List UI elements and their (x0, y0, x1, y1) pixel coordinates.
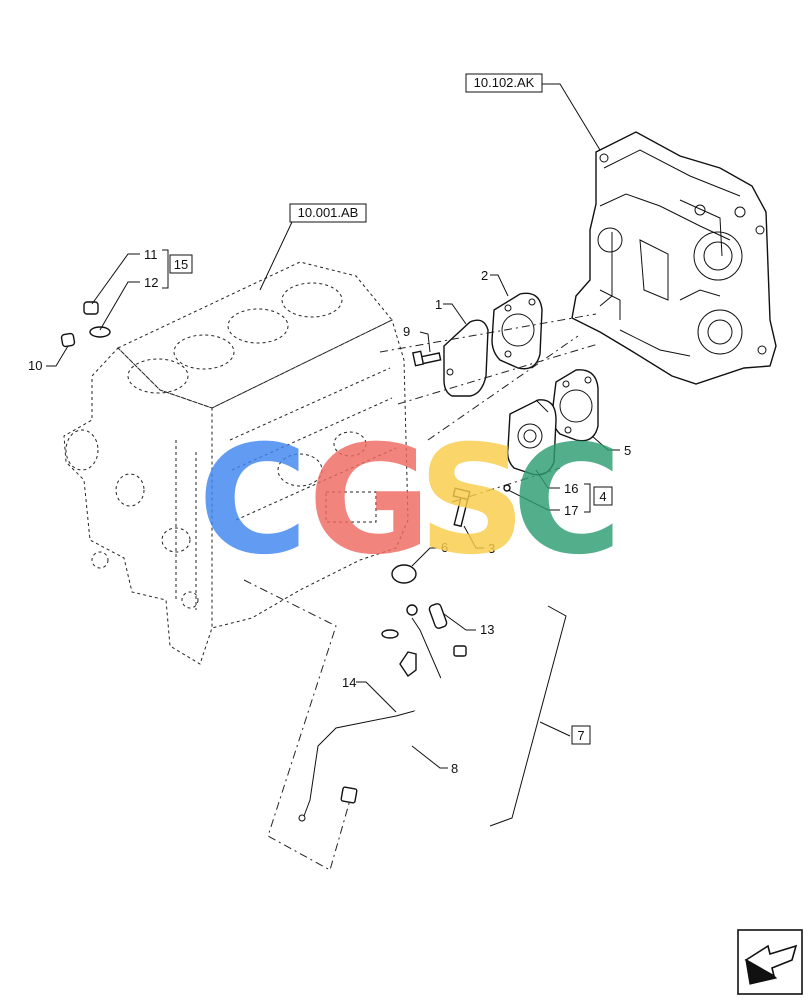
callout-5: 5 (624, 443, 631, 458)
tube-fitting-top (406, 604, 418, 616)
dipstick (303, 617, 447, 817)
callout-1: 1 (435, 297, 442, 312)
callout-9: 13 (480, 622, 494, 637)
boxed-callout-4: 4 (584, 483, 613, 513)
callout-11: 9 (403, 324, 410, 339)
callout-numbers: 11 12 10 1 2 9 5 16 17 3 6 13 14 8 (28, 247, 631, 776)
boxed-callout-15: 15 (162, 249, 193, 289)
small-plug (60, 332, 76, 348)
bolt-small (412, 350, 442, 367)
leader-lines (46, 83, 620, 769)
clip (399, 651, 417, 678)
timing-cover (571, 131, 777, 385)
callout-13: 11 (144, 247, 158, 262)
ref-box-block[interactable]: 10.001.AB (289, 203, 367, 223)
callout-10: 14 (342, 675, 356, 690)
callout-12: 10 (28, 358, 42, 373)
next-page-arrow-icon[interactable] (737, 929, 803, 995)
callout-8: 8 (451, 761, 458, 776)
callout-14: 12 (144, 275, 158, 290)
callout-17: 17 (564, 503, 578, 518)
svg-text:C: C (198, 414, 308, 588)
pump-housing (506, 399, 557, 476)
ref-block-label: 10.001.AB (298, 205, 359, 220)
svg-text:15: 15 (174, 257, 188, 272)
bolt-large (452, 487, 471, 528)
plug-with-oring (83, 301, 111, 338)
callout-2: 2 (481, 268, 488, 283)
seal-ring (391, 564, 417, 584)
svg-text:G: G (308, 414, 431, 588)
callout-3: 3 (488, 541, 495, 556)
ref-box-cover[interactable]: 10.102.AK (465, 73, 543, 93)
engine-block (63, 261, 409, 665)
callout-16: 16 (564, 481, 578, 496)
cgsc-watermark-logo: C G S C (198, 414, 622, 588)
group-bracket (489, 605, 567, 827)
svg-text:S: S (418, 414, 526, 588)
svg-text:7: 7 (577, 728, 584, 743)
svg-text:C: C (512, 414, 622, 588)
svg-text:4: 4 (599, 489, 606, 504)
cover-plate (443, 319, 489, 397)
assembly-lines (243, 313, 599, 871)
ref-cover-label: 10.102.AK (474, 75, 535, 90)
o-ring-small (381, 629, 399, 639)
tube-sleeve (428, 603, 448, 629)
gasket-upper (491, 292, 543, 370)
boxed-callout-7: 7 (571, 725, 591, 745)
callout-6: 6 (441, 540, 448, 555)
